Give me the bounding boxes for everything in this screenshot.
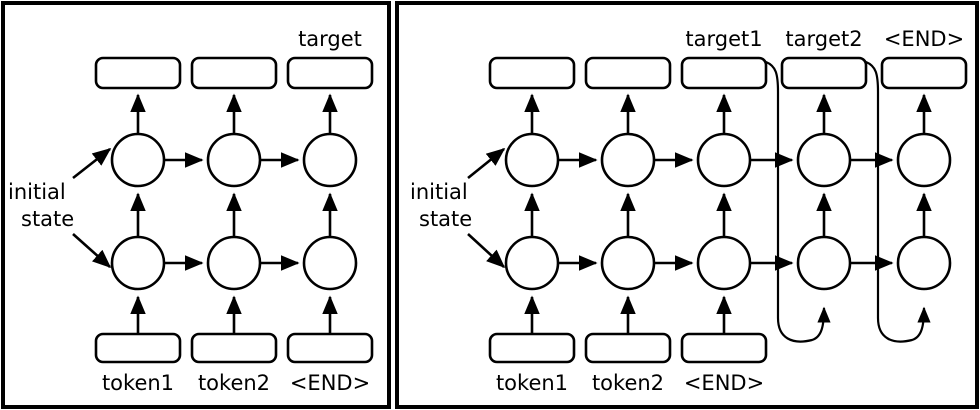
right-input-label-1: token1 — [496, 371, 568, 395]
left-initial-state-label-line2: state — [21, 207, 74, 231]
left-output-cell-3[interactable] — [286, 56, 374, 90]
right-input-cell-1[interactable] — [488, 332, 576, 364]
right-rnn-node-top-1[interactable] — [504, 132, 560, 188]
right-output-cell-5[interactable] — [880, 56, 968, 90]
right-output-label-5: <END> — [884, 27, 964, 51]
left-initial-state-arrow-top — [72, 147, 112, 180]
left-rnn-node-top-1[interactable] — [110, 132, 166, 188]
left-rnn-node-bottom-3[interactable] — [302, 235, 358, 291]
left-input-label-2: token2 — [198, 371, 270, 395]
left-input-cell-1[interactable] — [94, 332, 182, 364]
right-rnn-node-bottom-5[interactable] — [896, 235, 952, 291]
left-output-cell-1[interactable] — [94, 56, 182, 90]
left-input-label-3: <END> — [290, 371, 370, 395]
right-rnn-node-bottom-3[interactable] — [696, 235, 752, 291]
right-panel: target1 target2 <END> — [395, 1, 979, 409]
left-input-label-1: token1 — [102, 371, 174, 395]
right-rnn-node-top-3[interactable] — [696, 132, 752, 188]
left-rnn-node-bottom-2[interactable] — [206, 235, 262, 291]
right-initial-state-label-line1: initial — [410, 180, 468, 204]
right-output-cell-2[interactable] — [584, 56, 672, 90]
right-feedback-loop-2 — [865, 60, 931, 343]
right-input-label-3: <END> — [684, 371, 764, 395]
right-rnn-node-bottom-2[interactable] — [600, 235, 656, 291]
right-output-cell-3[interactable] — [680, 56, 768, 90]
right-rnn-node-bottom-1[interactable] — [504, 235, 560, 291]
right-input-cell-2[interactable] — [584, 332, 672, 364]
right-rnn-node-top-2[interactable] — [600, 132, 656, 188]
right-initial-state-label-line2: state — [419, 207, 472, 231]
right-output-cell-4[interactable] — [780, 56, 868, 90]
right-rnn-node-top-5[interactable] — [896, 132, 952, 188]
right-output-cell-1[interactable] — [488, 56, 576, 90]
left-initial-state-label-line1: initial — [8, 180, 66, 204]
right-feedback-loop-1 — [765, 60, 831, 343]
left-input-cell-3[interactable] — [286, 332, 374, 364]
left-rnn-node-top-2[interactable] — [206, 132, 262, 188]
right-rnn-node-bottom-4[interactable] — [796, 235, 852, 291]
left-output-label-3: target — [298, 27, 362, 51]
right-input-label-2: token2 — [592, 371, 664, 395]
right-initial-state-arrow-bottom — [467, 233, 506, 269]
left-initial-state-arrow-bottom — [72, 233, 112, 269]
right-initial-state-arrow-top — [467, 147, 506, 180]
left-output-cell-2[interactable] — [190, 56, 278, 90]
right-output-label-3: target1 — [685, 27, 762, 51]
left-input-cell-2[interactable] — [190, 332, 278, 364]
left-rnn-node-top-3[interactable] — [302, 132, 358, 188]
right-rnn-node-top-4[interactable] — [796, 132, 852, 188]
left-panel: target token1 token2 <EN — [1, 1, 391, 409]
right-input-cell-3[interactable] — [680, 332, 768, 364]
right-output-label-4: target2 — [785, 27, 862, 51]
left-rnn-node-bottom-1[interactable] — [110, 235, 166, 291]
